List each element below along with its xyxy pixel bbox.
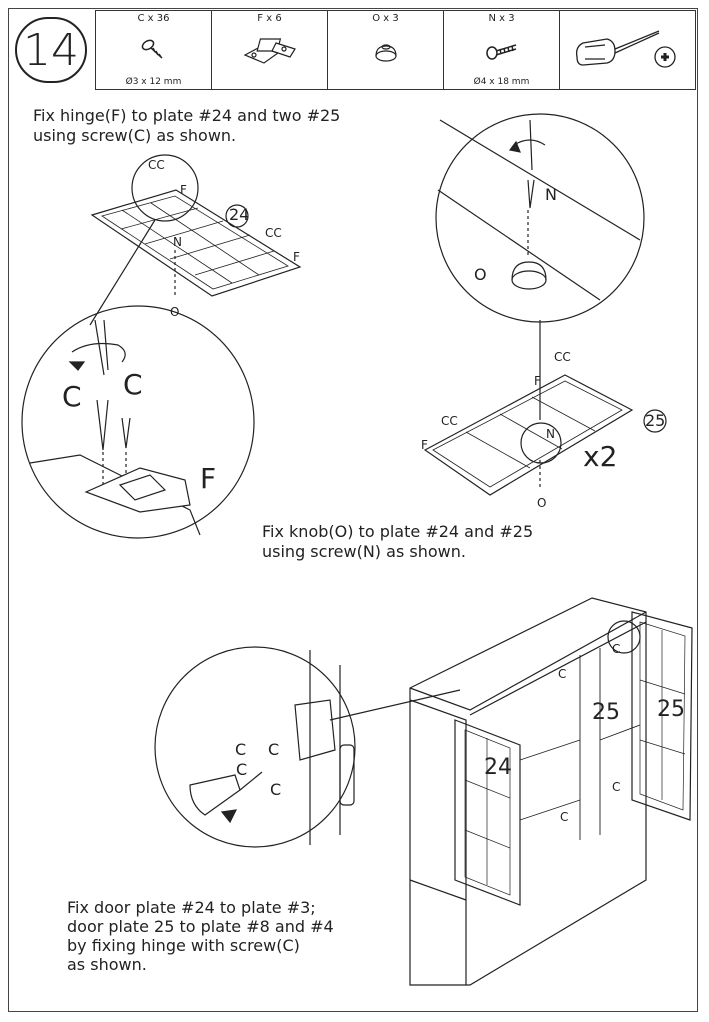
label-o: O — [170, 305, 180, 319]
instruction-knob: Fix knob(O) to plate #24 and #25 using s… — [262, 522, 534, 561]
label-c: C — [62, 380, 82, 413]
door-panel-25 — [423, 374, 634, 496]
label-c: C — [612, 780, 621, 794]
label-c: C — [235, 740, 247, 759]
part-cell-screw-c: C x 36 Ø3 x 12 mm — [96, 11, 212, 89]
open-door-left — [454, 719, 521, 906]
label-cc: CC — [554, 350, 571, 364]
label-o: O — [474, 265, 487, 284]
instruction-door: Fix door plate #24 to plate #3; door pla… — [67, 898, 334, 974]
screw-icon — [444, 29, 559, 73]
phillips-screwdriver-icon — [560, 21, 695, 81]
instruction-hinge: Fix hinge(F) to plate #24 and two #25 us… — [33, 106, 341, 145]
part-label: C x 36 — [137, 13, 170, 24]
knob-detail-circle-top-right — [435, 113, 645, 323]
label-c: C — [236, 760, 248, 779]
label-plate-25: 25 — [645, 411, 666, 430]
knob-icon — [328, 29, 443, 73]
label-c: C — [123, 368, 143, 401]
label-cc: CC — [441, 414, 458, 428]
page-border — [8, 8, 698, 1012]
label-c: C — [270, 780, 282, 799]
cabinet-outline — [409, 597, 647, 986]
part-label: O x 3 — [372, 13, 399, 24]
label-plate-24: 24 — [229, 205, 250, 224]
screw-icon — [96, 29, 211, 73]
part-size: Ø4 x 18 mm — [473, 77, 530, 87]
label-cc: CC — [265, 226, 282, 240]
part-size: Ø3 x 12 mm — [125, 77, 182, 87]
label-plate-25: 25 — [592, 700, 620, 725]
label-f: F — [200, 462, 217, 495]
door-panel-24 — [90, 189, 302, 297]
label-c: C — [558, 667, 567, 681]
hinge-detail-circle-bottom — [154, 646, 356, 848]
label-o: O — [537, 496, 547, 510]
label-c: C — [268, 740, 280, 759]
label-f: F — [293, 250, 300, 264]
label-c: C — [560, 810, 569, 824]
hinge-detail-circle-left — [21, 305, 255, 539]
label-plate-25: 25 — [657, 697, 685, 722]
step-number-badge: 14 — [15, 17, 87, 83]
part-label: F x 6 — [257, 13, 282, 24]
label-f: F — [421, 438, 428, 452]
label-f: F — [534, 374, 541, 388]
part-cell-screw-n: N x 3 Ø4 x 18 mm — [444, 11, 560, 89]
part-label: N x 3 — [488, 13, 515, 24]
label-n: N — [173, 235, 182, 249]
part-cell-screwdriver — [560, 11, 695, 89]
hinge-detail-circle-top — [131, 154, 199, 222]
label-n: N — [546, 427, 555, 441]
label-f: F — [180, 183, 187, 197]
label-c: C — [612, 642, 621, 656]
label-n: N — [545, 185, 557, 204]
part-cell-hinge-f: F x 6 — [212, 11, 328, 89]
part-cell-knob-o: O x 3 — [328, 11, 444, 89]
label-cc: CC — [148, 158, 165, 172]
label-times-two: x2 — [583, 440, 618, 473]
label-plate-24: 24 — [484, 755, 512, 780]
hinge-icon — [212, 29, 327, 73]
open-door-right — [631, 611, 693, 821]
parts-table: C x 36 Ø3 x 12 mm F x 6 O x 3 N x 3 Ø4 x… — [95, 10, 696, 90]
